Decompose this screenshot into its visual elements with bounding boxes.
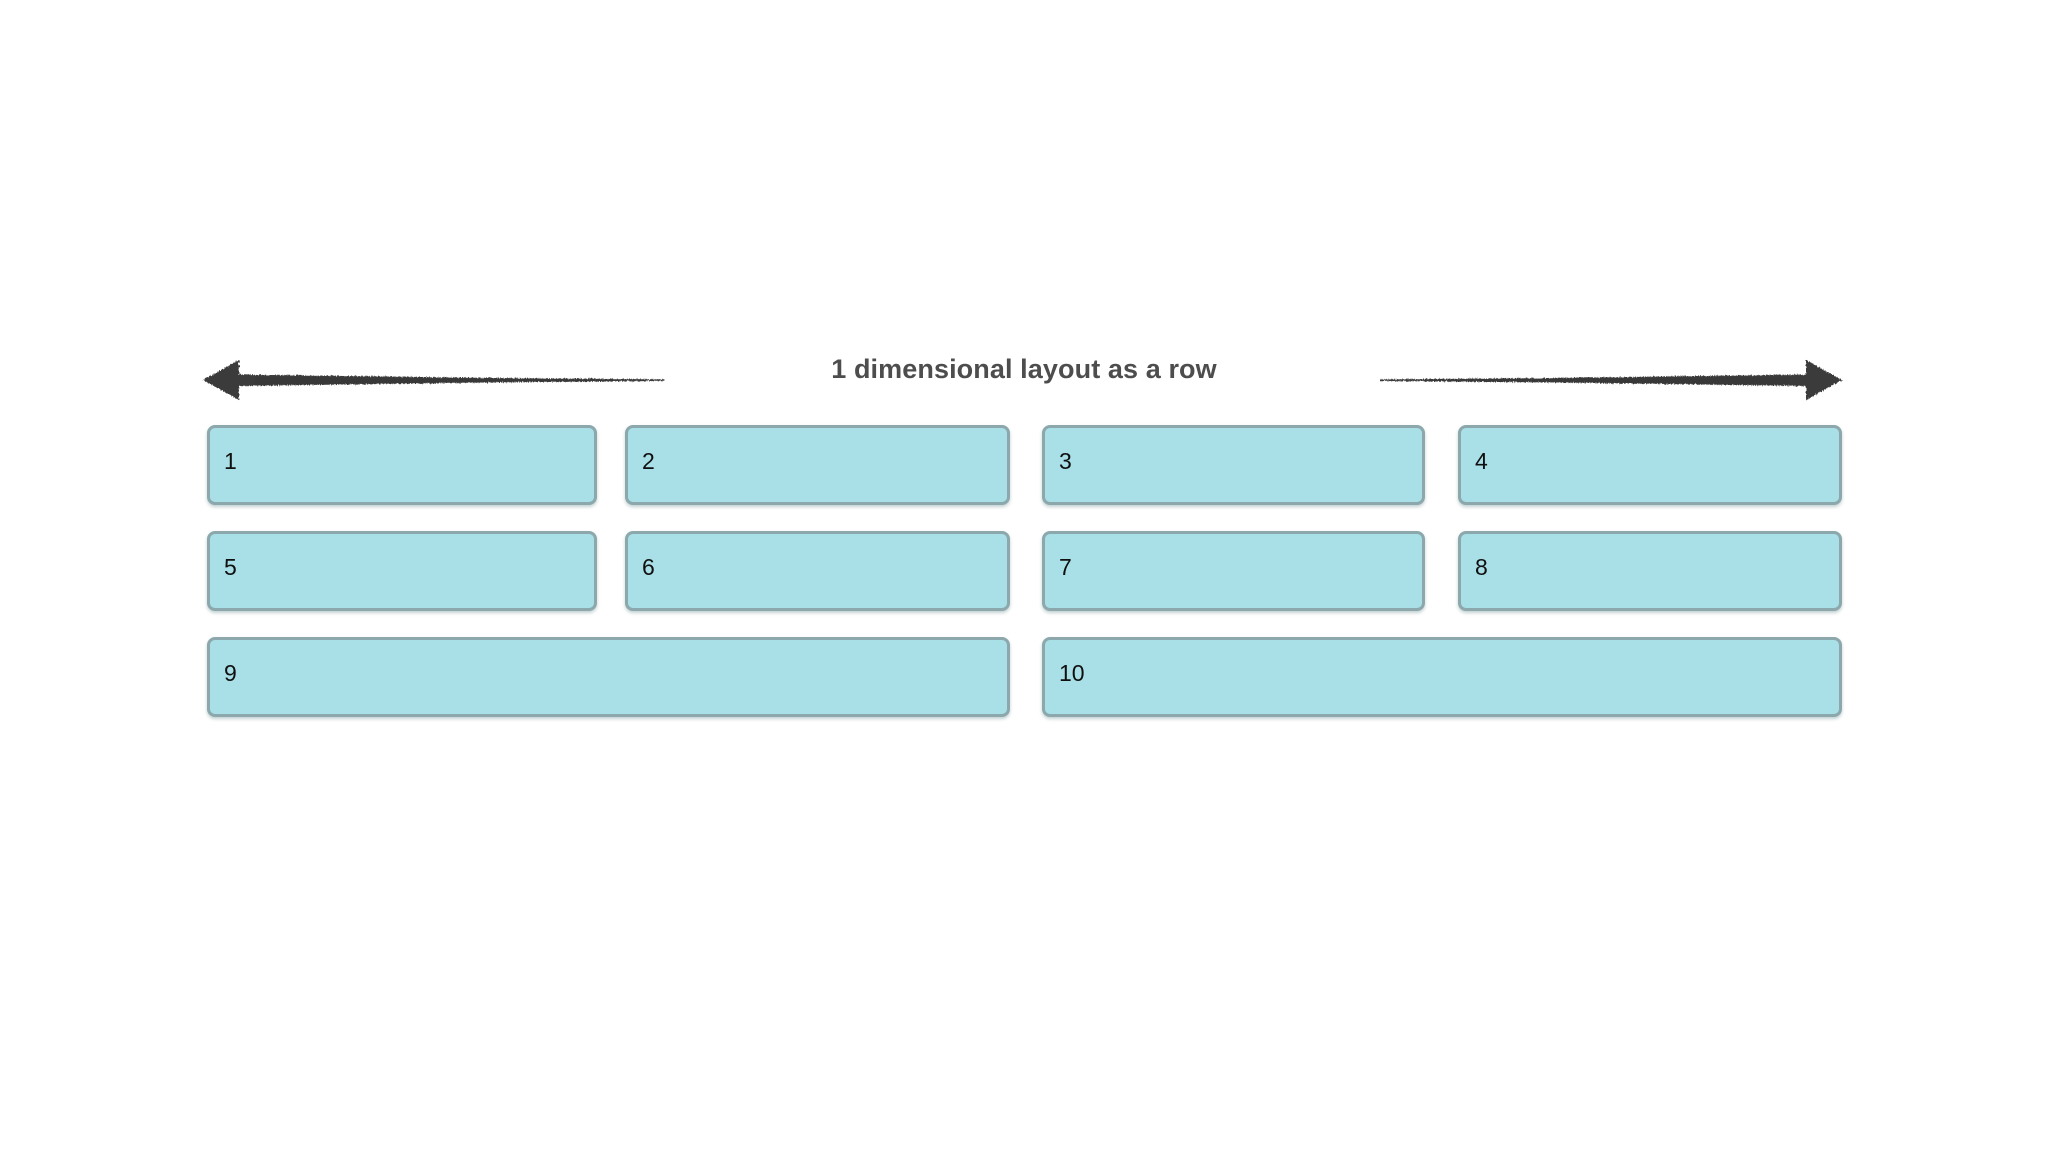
cell-label: 2 — [642, 448, 655, 474]
cell-3[interactable]: 3 — [1042, 425, 1425, 505]
cell-9[interactable]: 9 — [207, 637, 1010, 717]
cell-label: 5 — [224, 554, 237, 580]
cell-label: 3 — [1059, 448, 1072, 474]
cell-7[interactable]: 7 — [1042, 531, 1425, 611]
cell-6[interactable]: 6 — [625, 531, 1010, 611]
cell-2[interactable]: 2 — [625, 425, 1010, 505]
left-arrow — [195, 340, 695, 420]
cell-label: 7 — [1059, 554, 1072, 580]
page-title: 1 dimensional layout as a row — [831, 354, 1217, 384]
right-arrow — [1350, 340, 1850, 420]
cell-5[interactable]: 5 — [207, 531, 597, 611]
cell-label: 1 — [224, 448, 237, 474]
cell-label: 8 — [1475, 554, 1488, 580]
cell-1[interactable]: 1 — [207, 425, 597, 505]
cell-label: 10 — [1059, 660, 1085, 686]
cell-8[interactable]: 8 — [1458, 531, 1842, 611]
cell-label: 9 — [224, 660, 237, 686]
cell-10[interactable]: 10 — [1042, 637, 1842, 717]
header-band: 1 dimensional layout as a row — [0, 340, 2048, 420]
cell-label: 6 — [642, 554, 655, 580]
cell-label: 4 — [1475, 448, 1488, 474]
cell-4[interactable]: 4 — [1458, 425, 1842, 505]
